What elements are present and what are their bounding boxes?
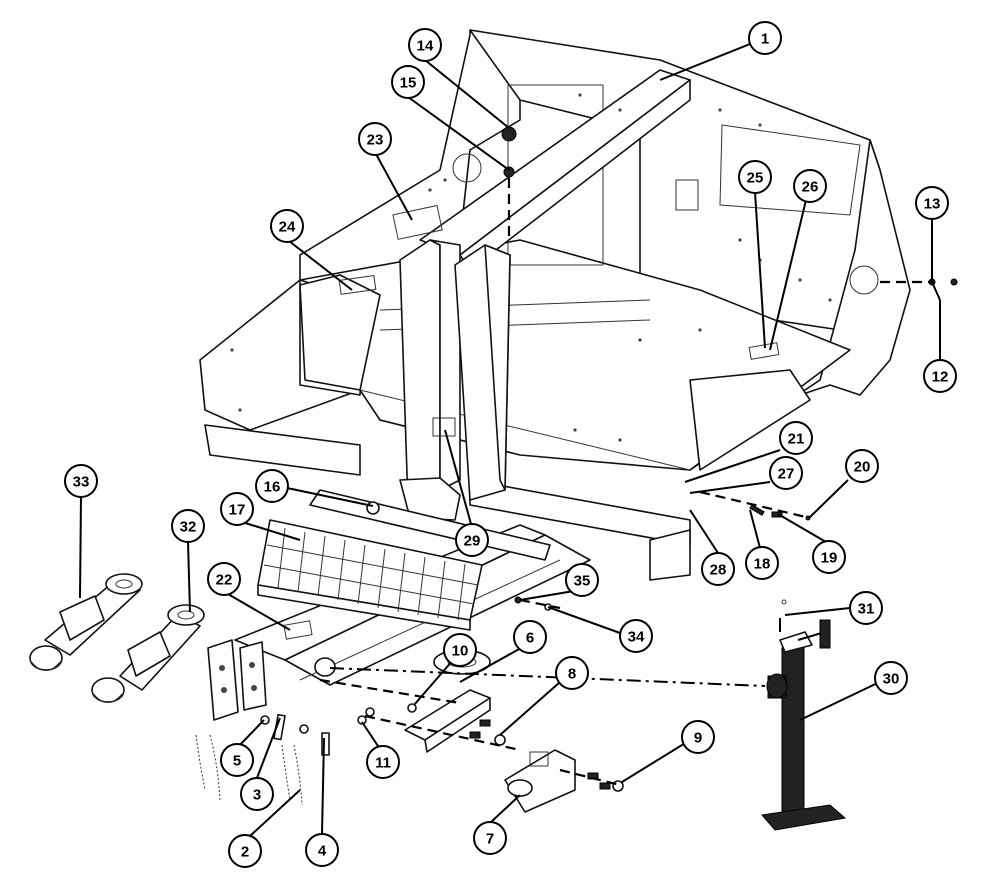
callout-label: 27: [778, 466, 795, 483]
callout-32: 32: [171, 509, 205, 543]
callout-9: 9: [681, 720, 715, 754]
callout-label: 29: [464, 533, 481, 550]
callout-10: 10: [443, 633, 477, 667]
callout-label: 23: [367, 132, 384, 149]
callout-24: 24: [270, 209, 304, 243]
callout-18: 18: [745, 546, 779, 580]
callout-label: 1: [761, 31, 769, 48]
callout-35: 35: [565, 563, 599, 597]
callout-label: 9: [694, 730, 702, 747]
callout-16: 16: [255, 469, 289, 503]
callout-20: 20: [845, 449, 879, 483]
callout-31: 31: [849, 591, 883, 625]
callout-label: 24: [279, 219, 296, 236]
callout-label: 25: [747, 170, 764, 187]
callout-label: 4: [318, 843, 327, 860]
callout-2: 2: [228, 834, 262, 868]
callout-6: 6: [513, 620, 547, 654]
callout-label: 30: [883, 671, 900, 688]
callout-label: 26: [802, 179, 819, 196]
callout-25: 25: [738, 160, 772, 194]
callout-label: 6: [526, 630, 534, 647]
pintle-hitch-33: [29, 573, 143, 671]
callout-label: 15: [400, 75, 417, 92]
trailer-body: [199, 29, 911, 581]
callout-13: 13: [915, 186, 949, 220]
callout-label: 32: [180, 519, 197, 536]
callout-3: 3: [240, 777, 274, 811]
callout-1: 1: [748, 21, 782, 55]
callout-label: 16: [264, 479, 281, 496]
callout-34: 34: [619, 619, 653, 653]
callout-23: 23: [358, 122, 392, 156]
callout-label: 35: [574, 573, 591, 590]
callout-19: 19: [812, 540, 846, 574]
alignment-lines: [319, 178, 932, 787]
callout-label: 31: [858, 601, 875, 618]
callouts: 1 2 3 4 5 6 7 8 9 10 11 12 13 14 15 16 1…: [64, 21, 957, 868]
callout-21: 21: [779, 421, 813, 455]
callout-label: 11: [375, 755, 391, 772]
step-grate: [257, 519, 483, 631]
callout-label: 34: [628, 629, 645, 646]
callout-label: 3: [253, 787, 261, 804]
mounting-holes: [230, 93, 832, 442]
callout-label: 10: [452, 643, 469, 660]
callout-label: 5: [233, 753, 241, 770]
callout-26: 26: [793, 169, 827, 203]
callout-11: 11: [366, 745, 400, 779]
callout-30: 30: [874, 661, 908, 695]
callout-label: 7: [486, 831, 494, 848]
lunette-ring: [404, 649, 491, 753]
safety-chains: [195, 734, 303, 806]
callout-label: 8: [568, 666, 576, 683]
callout-7: 7: [473, 821, 507, 855]
callout-label: 13: [924, 196, 941, 213]
ball-coupler: [504, 749, 576, 813]
callout-label: 28: [710, 562, 727, 579]
callout-4: 4: [305, 833, 339, 867]
callout-label: 33: [73, 474, 90, 491]
callout-label: 21: [788, 431, 805, 448]
callout-label: 17: [229, 502, 246, 519]
callout-14: 14: [408, 28, 442, 62]
callout-label: 19: [821, 550, 838, 567]
tongue-jack: [761, 619, 847, 831]
callout-8: 8: [555, 656, 589, 690]
callout-29: 29: [455, 523, 489, 557]
callout-label: 12: [932, 369, 949, 386]
callout-22: 22: [207, 562, 241, 596]
callout-label: 20: [854, 459, 871, 476]
callout-33: 33: [64, 464, 98, 498]
pintle-hitch-32: [91, 604, 205, 703]
hardware: [195, 126, 958, 806]
callout-15: 15: [391, 65, 425, 99]
callout-label: 22: [216, 572, 233, 589]
callout-17: 17: [220, 492, 254, 526]
callout-label: 18: [754, 556, 771, 573]
callout-28: 28: [701, 552, 735, 586]
callout-label: 2: [241, 844, 249, 861]
callout-27: 27: [769, 456, 803, 490]
callout-5: 5: [220, 743, 254, 777]
callout-12: 12: [923, 359, 957, 393]
callout-label: 14: [417, 38, 434, 55]
